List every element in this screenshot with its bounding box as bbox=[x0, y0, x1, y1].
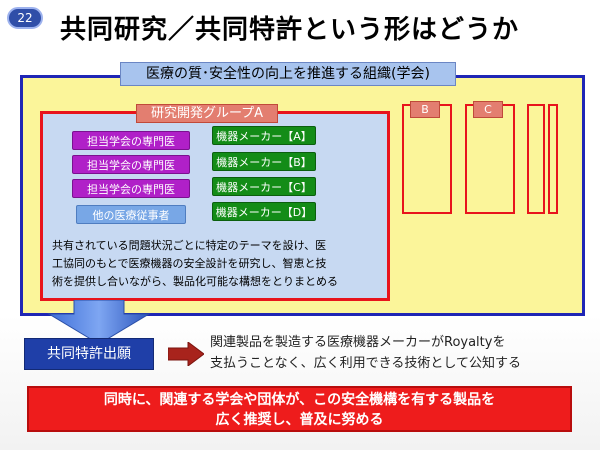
promotion-banner: 同時に、関連する学会や団体が、この安全機構を有する製品を 広く推奨し、普及に努め… bbox=[27, 386, 572, 432]
device-maker-d: 機器メーカー【D】 bbox=[212, 202, 316, 221]
description-line-1: 共有されている問題状況ごとに特定のテーマを設け、医 bbox=[52, 239, 327, 252]
down-arrow-icon bbox=[47, 300, 151, 344]
research-group-b-label: B bbox=[410, 101, 440, 118]
research-group-c-label: C bbox=[473, 101, 503, 118]
research-group-b-box bbox=[402, 104, 452, 214]
patent-description-line-1: 関連製品を製造する医療機器メーカーがRoyaltyを bbox=[210, 335, 506, 350]
research-group-description: 共有されている問題状況ごとに特定のテーマを設け、医 工協同のもとで医療機器の安全… bbox=[52, 237, 382, 293]
slide-title: 共同研究／共同特許という形はどうか bbox=[60, 15, 520, 45]
research-group-a-label: 研究開発グループA bbox=[136, 104, 278, 123]
research-group-c-box bbox=[465, 104, 515, 214]
specialist-doctor-3: 担当学会の専門医 bbox=[72, 179, 190, 198]
device-maker-a: 機器メーカー【A】 bbox=[212, 126, 316, 145]
organization-label: 医療の質･安全性の向上を推進する組織(学会) bbox=[120, 62, 456, 86]
description-line-2: 工協同のもとで医療機器の安全設計を研究し、智恵と技 bbox=[52, 257, 327, 270]
banner-line-1: 同時に、関連する学会や団体が、この安全機構を有する製品を bbox=[103, 392, 496, 408]
banner-line-2: 広く推奨し、普及に努める bbox=[215, 412, 384, 428]
specialist-doctor-1: 担当学会の専門医 bbox=[72, 131, 190, 150]
page-number-badge: 22 bbox=[7, 7, 43, 29]
joint-patent-application: 共同特許出願 bbox=[24, 338, 154, 370]
specialist-doctor-2: 担当学会の専門医 bbox=[72, 155, 190, 174]
patent-description: 関連製品を製造する医療機器メーカーがRoyaltyを 支払うことなく、広く利用で… bbox=[210, 332, 590, 376]
research-group-e-box bbox=[548, 104, 558, 214]
research-group-d-box bbox=[527, 104, 545, 214]
other-medical-staff: 他の医療従事者 bbox=[76, 205, 186, 224]
right-arrow-icon bbox=[168, 342, 204, 366]
device-maker-c: 機器メーカー【C】 bbox=[212, 177, 316, 196]
patent-description-line-2: 支払うことなく、広く利用できる技術として公知する bbox=[210, 356, 521, 371]
description-line-3: 術を提供し合いながら、製品化可能な構想をとりまとめる bbox=[52, 275, 338, 288]
device-maker-b: 機器メーカー【B】 bbox=[212, 152, 316, 171]
